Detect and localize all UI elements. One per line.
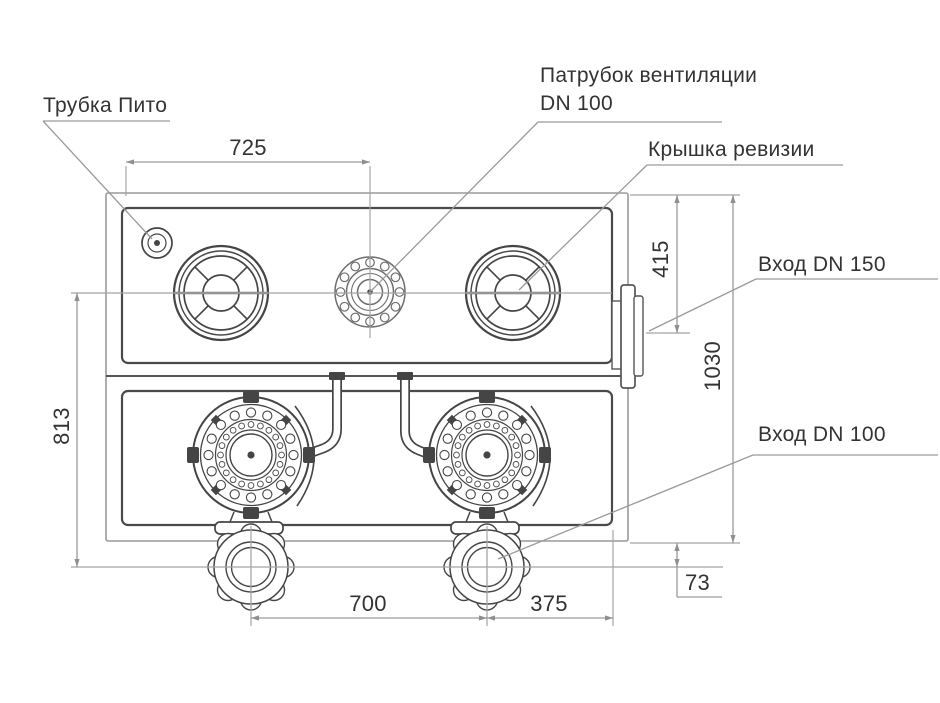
pipe-cap [397, 372, 413, 380]
leader-inspection [518, 164, 843, 291]
label-vent-line1: Патрубок вентиляции [540, 64, 757, 87]
label-inlet-dn100: Вход DN 100 [758, 423, 886, 446]
leader-dn100 [497, 454, 938, 560]
pipe-cap [329, 372, 345, 380]
label-inlet-dn150: Вход DN 150 [758, 253, 886, 276]
dim-inlet-height: 415 [648, 240, 673, 278]
dim-bottom-offset: 73 [685, 570, 710, 595]
label-vent-line2: DN 100 [540, 92, 613, 115]
dim-outlet-spacing: 700 [349, 591, 387, 616]
extension-lines [71, 166, 740, 626]
pump-right [422, 390, 552, 520]
inlet-flange-dn150 [611, 284, 644, 389]
label-pitot: Трубка Пито [43, 94, 167, 117]
leader-dn150 [648, 278, 938, 332]
dim-top-width: 725 [229, 135, 267, 160]
upper-chamber [120, 206, 614, 365]
leader-pitot [42, 120, 170, 240]
leader-vent [370, 121, 722, 292]
dim-total-height: 1030 [700, 341, 725, 391]
tank-body [105, 192, 629, 542]
pump-left [186, 390, 316, 520]
label-inspection-cover: Крышка ревизии [648, 138, 815, 161]
dim-left-height: 813 [49, 407, 74, 445]
pump-chamber [120, 389, 614, 527]
dimension-arrows [74, 159, 736, 621]
dim-outlet-to-edge: 375 [530, 591, 568, 616]
dimension-lines [76, 161, 734, 619]
leader-lines [42, 120, 938, 560]
